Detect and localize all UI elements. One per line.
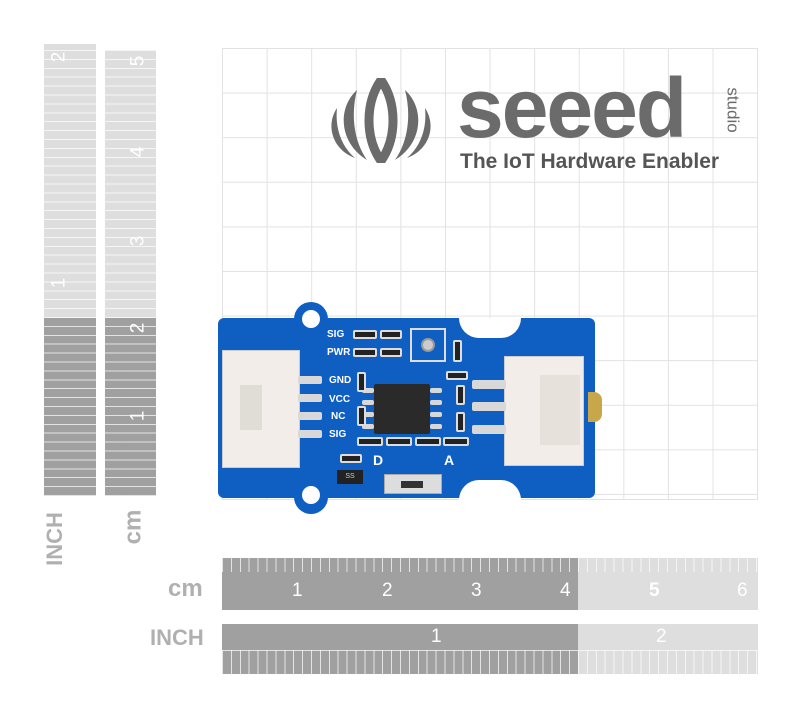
brand-sub: studio (723, 87, 743, 133)
inch-label-1: 1 (431, 626, 442, 647)
inch-label-2: 2 (48, 51, 70, 63)
transistor: SS (337, 470, 363, 484)
cm-label-3: 3 (127, 235, 149, 247)
cm-label-5: 5 (649, 580, 660, 601)
seeed-logo: seeed studio The IoT Hardware Enabler (325, 61, 755, 188)
silk-sig-led: SIG (327, 329, 345, 340)
mount-hole (302, 486, 320, 504)
cm-label-1: 1 (127, 410, 149, 422)
horizontal-cm-unit-label: cm (168, 575, 203, 602)
vertical-inch-unit-label: INCH (41, 512, 67, 566)
seeed-flame-icon (331, 78, 431, 163)
silk-d: D (373, 452, 384, 468)
horizontal-inch-ruler: 1 2 (222, 624, 758, 674)
silk-pwr-led: PWR (327, 347, 351, 358)
horizontal-cm-ruler: 1 2 3 4 5 6 (222, 558, 758, 610)
cm-label-2: 2 (127, 322, 149, 334)
vertical-inch-ruler: 2 1 (44, 44, 96, 496)
cm-label-4: 4 (560, 580, 571, 601)
cm-label-1: 1 (292, 580, 303, 601)
silk-nc: NC (331, 411, 346, 422)
cm-label-5: 5 (127, 55, 149, 67)
silk-gnd: GND (329, 375, 352, 386)
tagline: The IoT Hardware Enabler (460, 150, 720, 173)
inch-label-1: 1 (48, 277, 70, 289)
mount-hole (302, 310, 320, 328)
inch-label-2: 2 (656, 626, 667, 647)
brand-name: seeed (457, 61, 687, 155)
cm-label-2: 2 (382, 580, 393, 601)
silk-vcc: VCC (329, 394, 351, 405)
vertical-cm-unit-label: cm (119, 509, 147, 545)
cm-label-4: 4 (127, 146, 149, 158)
da-slide-switch (384, 474, 442, 494)
silk-sig: SIG (329, 429, 347, 440)
ic-chip (374, 384, 430, 434)
cm-label-3: 3 (471, 580, 482, 601)
cm-label-6: 6 (737, 580, 748, 601)
potentiometer (410, 328, 446, 362)
vertical-cm-ruler: 5 4 3 2 1 (105, 50, 156, 496)
silk-a: A (444, 452, 455, 468)
horizontal-inch-unit-label: INCH (150, 625, 204, 650)
